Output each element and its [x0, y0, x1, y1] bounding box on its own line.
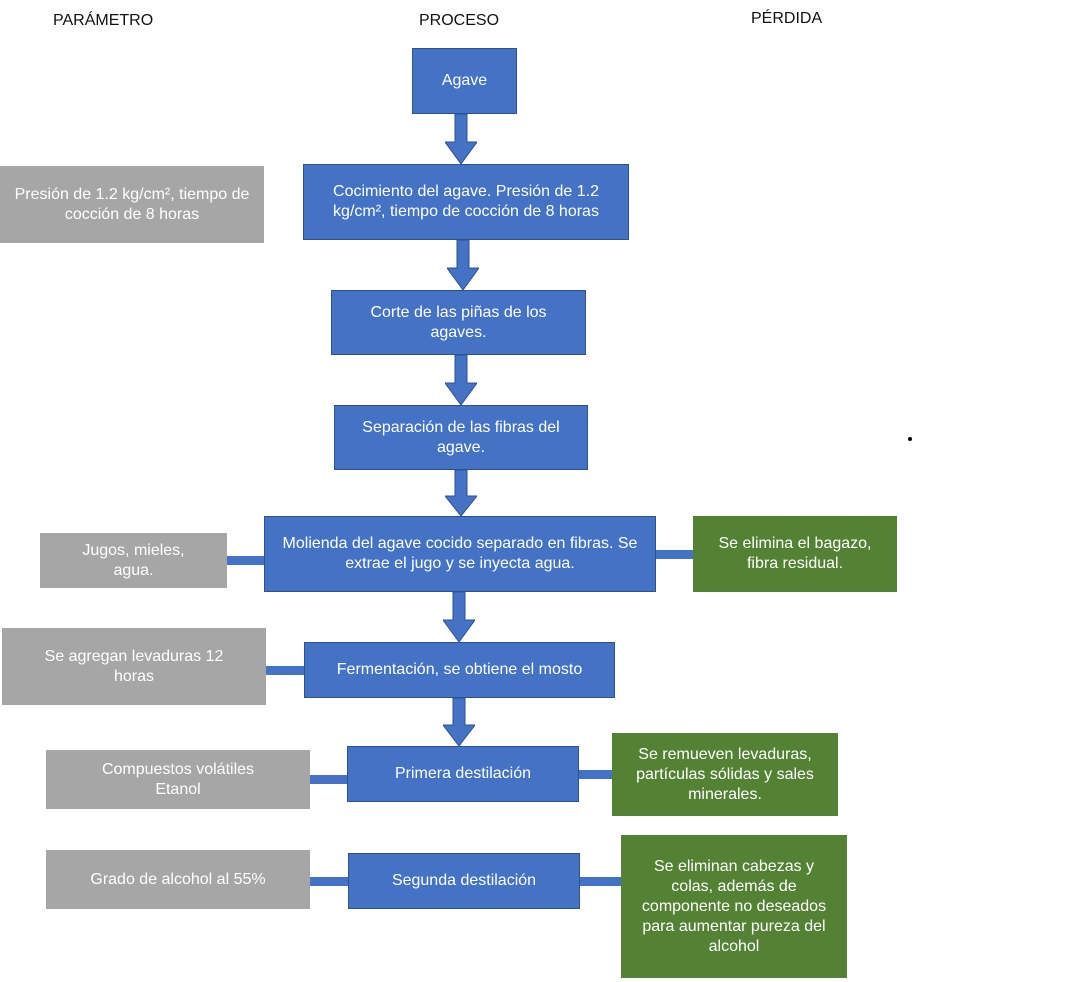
connector-segunda-parameter — [310, 877, 348, 886]
loss-segunda-destilacion: Se eliminan cabezas y colas, además de c… — [621, 835, 847, 978]
process-step-segunda-destilacion: Segunda destilación — [348, 853, 580, 909]
down-arrow-icon — [443, 698, 475, 746]
process-step-molienda: Molienda del agave cocido separado en fi… — [264, 516, 656, 592]
down-arrow-icon — [445, 470, 477, 516]
connector-fermentacion-parameter — [266, 666, 304, 675]
process-step-agave: Agave — [412, 48, 517, 114]
down-arrow-icon — [445, 114, 477, 164]
down-arrow-icon — [447, 240, 479, 290]
down-arrow-icon — [445, 355, 477, 405]
loss-primera-destilacion: Se remueven levaduras, partículas sólida… — [612, 733, 838, 816]
parameter-primera-destilacion: Compuestos volátiles Etanol — [46, 750, 310, 809]
process-step-primera-destilacion: Primera destilación — [347, 746, 579, 802]
process-column-header: PROCESO — [419, 12, 500, 29]
connector-primera-loss — [579, 770, 612, 779]
down-arrow-icon — [443, 592, 475, 642]
connector-molienda-parameter — [227, 556, 264, 565]
process-step-cocimiento: Cocimiento del agave. Presión de 1.2 kg/… — [303, 164, 629, 240]
loss-molienda: Se elimina el bagazo, fibra residual. — [693, 516, 897, 592]
parameter-fermentacion: Se agregan levaduras 12 horas — [2, 628, 266, 705]
connector-primera-parameter — [310, 775, 347, 784]
connector-molienda-loss — [656, 550, 693, 559]
stray-dot — [908, 437, 912, 441]
parameter-column-header: PARÁMETRO — [53, 12, 154, 29]
process-step-corte: Corte de las piñas de los agaves. — [331, 290, 586, 355]
connector-segunda-loss — [580, 877, 621, 886]
process-step-separacion: Separación de las fibras del agave. — [334, 405, 588, 470]
parameter-cocimiento: Presión de 1.2 kg/cm², tiempo de cocción… — [0, 166, 264, 243]
process-step-fermentacion: Fermentación, se obtiene el mosto — [304, 642, 615, 698]
parameter-segunda-destilacion: Grado de alcohol al 55% — [46, 850, 310, 909]
parameter-molienda: Jugos, mieles, agua. — [40, 533, 227, 588]
loss-column-header: PÉRDIDA — [751, 10, 823, 27]
